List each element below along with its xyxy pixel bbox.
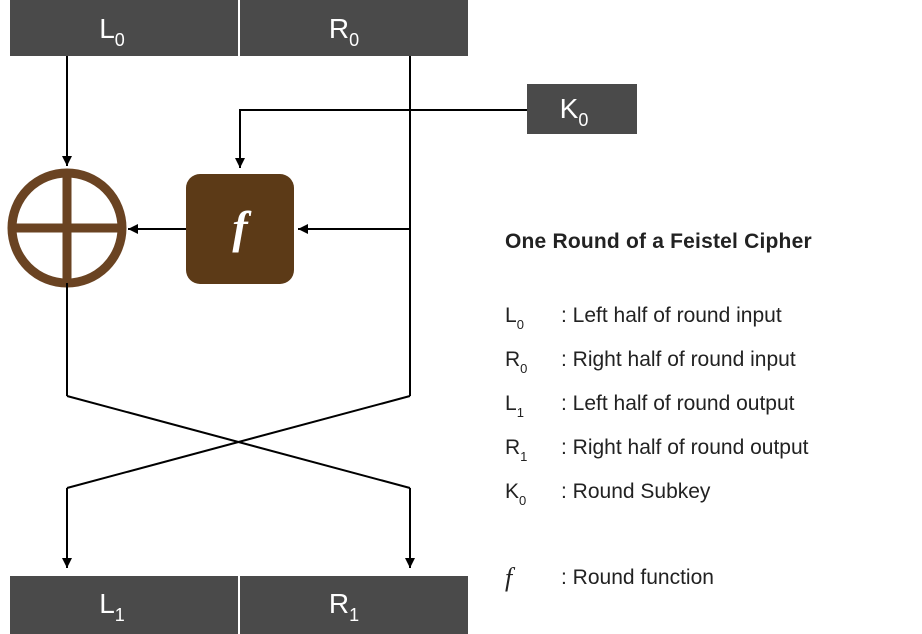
l0-label: L0 xyxy=(99,13,125,50)
legend-symbol-f: f xyxy=(505,563,513,592)
k0-to-f-line xyxy=(235,109,527,168)
round-function-group: f xyxy=(186,174,294,284)
l0-box xyxy=(10,0,238,56)
legend-symbol-r1: R1 xyxy=(505,436,528,464)
legend-desc-r0: : Right half of round input xyxy=(561,348,796,371)
legend-symbol-r0: R0 xyxy=(505,348,528,376)
k0-box xyxy=(527,84,637,134)
r1-box xyxy=(240,576,468,634)
legend-desc-k0: : Round Subkey xyxy=(561,480,711,503)
legend-desc-f: : Round function xyxy=(561,566,714,589)
legend-panel: One Round of a Feistel Cipher L0 : Left … xyxy=(505,230,920,592)
r1-label: R1 xyxy=(329,588,359,625)
legend-symbol-l0: L0 xyxy=(505,304,524,332)
r0-box xyxy=(240,0,468,56)
output-register: L1 R1 xyxy=(10,576,468,634)
legend-desc-l1: : Left half of round output xyxy=(561,392,795,415)
round-function-box xyxy=(186,174,294,284)
r0-label: R0 xyxy=(329,13,359,50)
xor-operator xyxy=(7,168,127,288)
diagram-title: One Round of a Feistel Cipher xyxy=(505,230,812,253)
l1-box xyxy=(10,576,238,634)
subkey-box-group: K0 xyxy=(527,84,637,134)
legend-symbol-l1: L1 xyxy=(505,392,524,420)
legend-desc-l0: : Left half of round input xyxy=(561,304,782,327)
legend-symbol-k0: K0 xyxy=(505,480,527,508)
k0-label: K0 xyxy=(560,93,589,130)
cross-right-to-left xyxy=(66,395,411,489)
input-register: L0 R0 xyxy=(10,0,468,56)
l1-label: L1 xyxy=(99,588,125,625)
data-flow-lines xyxy=(62,56,527,568)
legend-desc-r1: : Right half of round output xyxy=(561,436,809,459)
round-function-label: f xyxy=(232,202,252,253)
